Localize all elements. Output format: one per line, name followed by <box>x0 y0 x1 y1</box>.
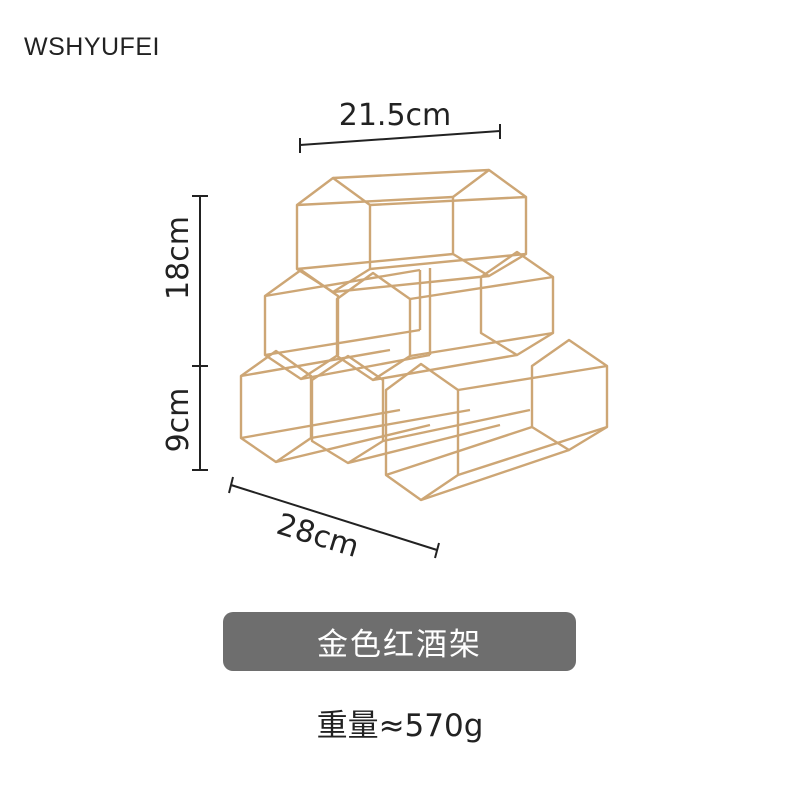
dimension-depth-label: 28cm <box>273 507 363 565</box>
wine-rack-icon <box>239 168 609 502</box>
dimension-height-lower-label: 9cm <box>161 388 196 453</box>
product-name-badge: 金色红酒架 <box>223 612 576 671</box>
dimension-height <box>192 195 208 471</box>
dimension-width-label: 21.5cm <box>339 98 452 133</box>
brand-name: WSHYUFEI <box>24 33 160 61</box>
dimension-height-upper-label: 18cm <box>161 216 196 300</box>
dimension-depth <box>228 476 440 559</box>
product-weight: 重量≈570g <box>316 708 484 744</box>
dimension-width <box>299 124 501 153</box>
